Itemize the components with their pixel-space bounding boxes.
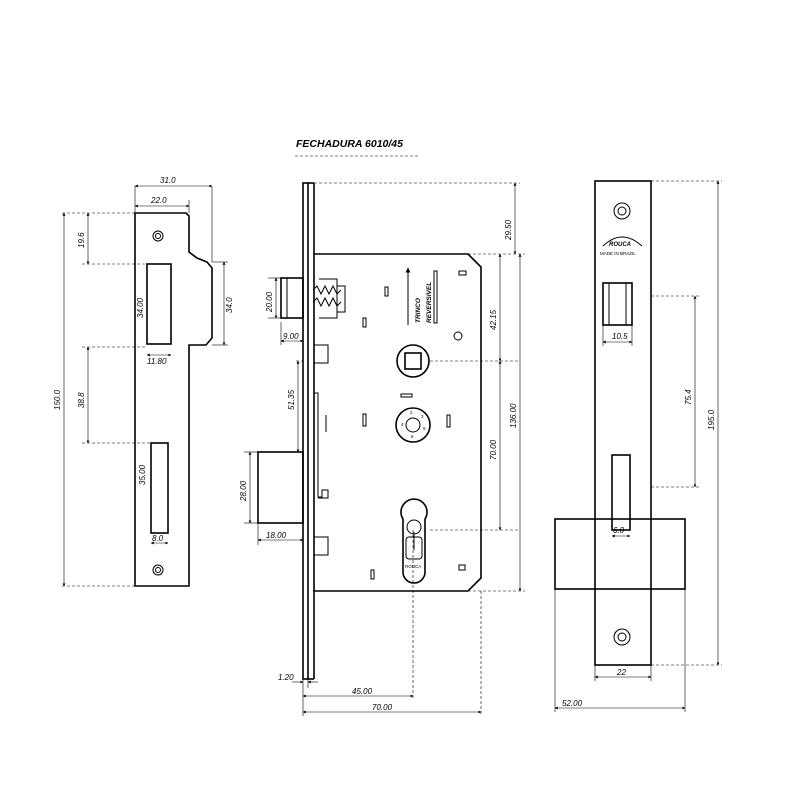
label-trinco: TRINCO (415, 298, 422, 323)
dim-latch-height: 20.00 (265, 291, 274, 313)
dim-spindle-to-bolt: 51.35 (287, 389, 296, 410)
dim-bolt-height: 28.00 (239, 480, 248, 502)
dim-front-plate-width: 22 (616, 668, 626, 677)
spindle-hub (396, 344, 430, 378)
dim-top-offset: 29.50 (504, 219, 513, 241)
screw-hole-top (152, 230, 164, 242)
dim-case-depth: 70.00 (372, 703, 393, 712)
dim-latch-opening: 34.00 (136, 297, 145, 318)
cam-wheel (395, 407, 431, 443)
dim-front-height-total: 195.0 (707, 409, 716, 430)
guide-pin-bottom (313, 536, 329, 556)
screw-hole-bottom (152, 564, 164, 576)
dim-front-bolt-width: 6.0 (613, 526, 625, 535)
deadbolt (257, 451, 304, 524)
front-bolt-slot (611, 454, 631, 531)
cylinder-outline (400, 498, 428, 584)
front-screw-top (613, 202, 631, 220)
dim-front-total-width: 52.00 (562, 699, 583, 708)
dim-latch-tongue: 34.0 (225, 297, 234, 313)
dim-bolt-throw: 18.00 (266, 531, 287, 540)
svg-text:3: 3 (421, 414, 424, 419)
dim-height-total: 150.0 (53, 389, 62, 410)
dim-latch-throw: 9.00 (283, 332, 299, 341)
dim-top-to-hole: 19.6 (77, 232, 86, 248)
dim-opening-width: 11.80 (147, 357, 167, 366)
dim-bolt-opening: 35.00 (138, 464, 147, 485)
dim-total-height: 136.00 (509, 403, 518, 428)
spindle-square (404, 352, 422, 370)
dim-latch-to-bolt: 75.4 (684, 389, 693, 405)
bolt-opening (150, 442, 169, 534)
svg-text:6: 6 (411, 434, 414, 439)
strike-plate: 31.0 22.0 19.6 38.8 150.0 34.00 11.80 34… (53, 176, 234, 587)
dim-width-plate: 22.0 (150, 196, 167, 205)
svg-text:5: 5 (423, 426, 426, 431)
front-screw-bottom (613, 628, 631, 646)
dim-spindle-to-cylinder: 70.00 (489, 439, 498, 460)
dim-upper-to-spindle: 42.15 (489, 309, 498, 330)
dim-width-total: 31.0 (160, 176, 176, 185)
latch-opening (146, 263, 172, 345)
latch-spring (312, 284, 342, 296)
guide-pin-top (313, 344, 329, 364)
front-plate: ROUCA MADE IN BRAZIL 10.5 75.4 195.0 6.0… (554, 180, 722, 712)
deadbolt-front (554, 518, 686, 590)
dim-faceplate-thickness: 1.20 (278, 673, 294, 682)
brand-logo: ROUCA (609, 242, 631, 248)
dim-gap: 38.8 (77, 392, 86, 408)
case-screw (453, 331, 463, 341)
strike-plate-outline (134, 212, 213, 587)
made-in-label: MADE IN BRAZIL (600, 251, 636, 256)
brand-logo-arc (602, 236, 643, 247)
latch-bolt (280, 277, 304, 319)
drawing-title: FECHADURA 6010/45 (296, 138, 403, 150)
faceplate (302, 182, 309, 680)
dim-front-latch-width: 10.5 (612, 332, 628, 341)
dim-bolt-width: 8.0 (152, 534, 164, 543)
svg-text:4: 4 (401, 422, 404, 427)
front-latch (602, 282, 633, 326)
front-plate-outline (594, 180, 652, 666)
dim-backset: 45.00 (352, 687, 373, 696)
svg-text:2: 2 (410, 410, 413, 415)
lock-body: TRINCO REVERSIVEL 2 3 4 5 6 ROUCA 29.50 … (239, 182, 525, 716)
label-reversivel: REVERSIVEL (426, 282, 433, 323)
